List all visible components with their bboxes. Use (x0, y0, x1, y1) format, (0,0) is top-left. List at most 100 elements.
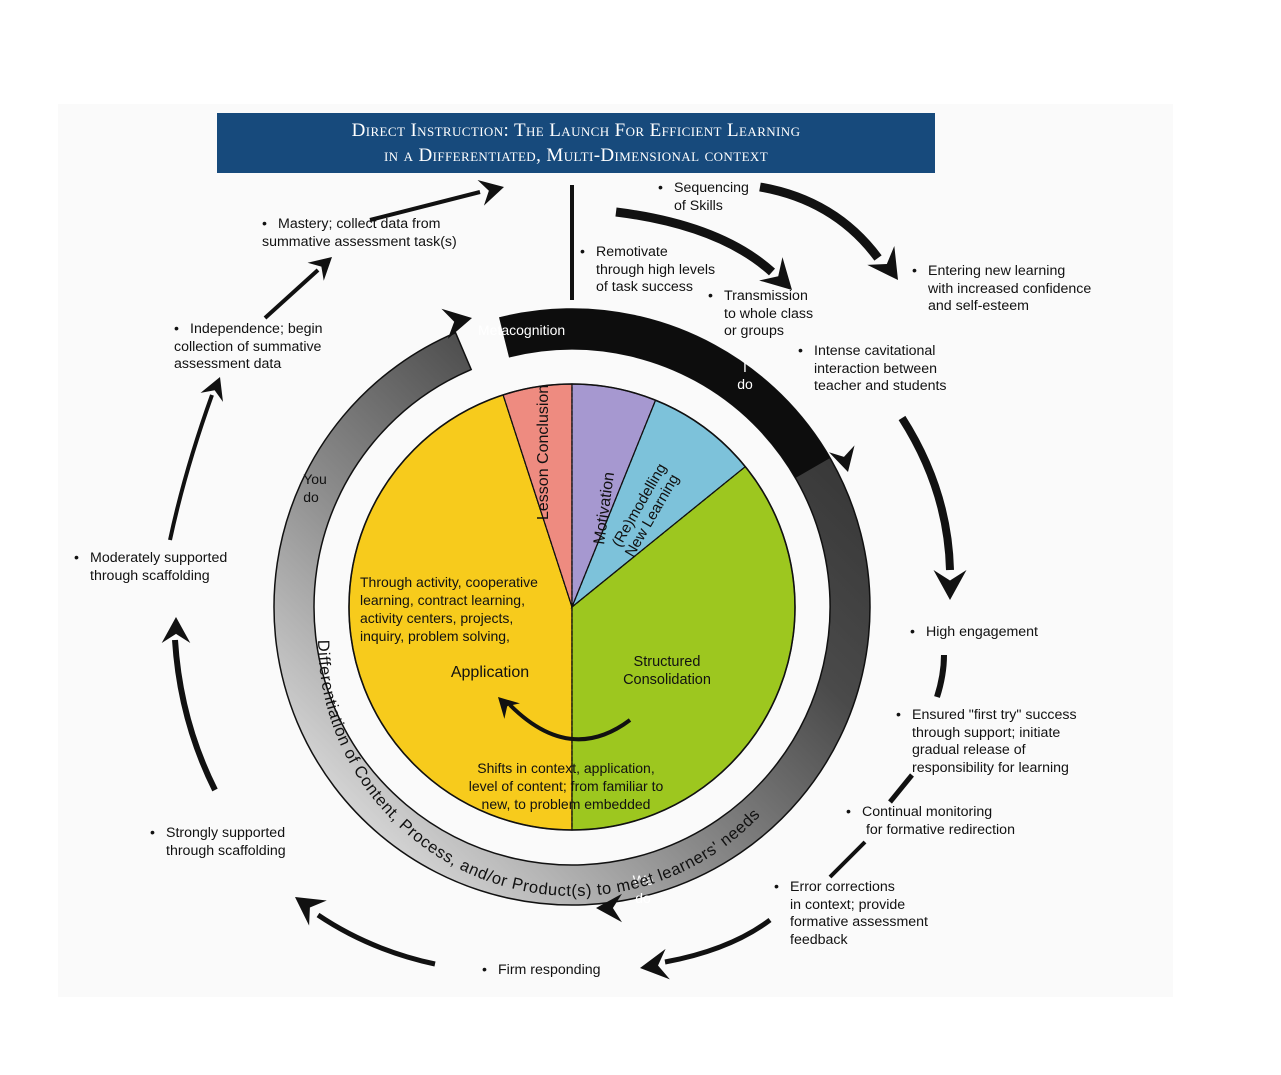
ring-label-i-do: I (743, 359, 747, 375)
bullet-icon: • (774, 879, 779, 895)
bullet-icon: • (896, 707, 901, 723)
note-line: to whole class (724, 305, 814, 322)
bullet-icon: • (910, 624, 915, 640)
flow-arrowhead-icon (759, 257, 792, 290)
note-line: •Ensured "first try" success (896, 707, 1077, 723)
ring-arrowhead-icon (596, 893, 622, 923)
flow-arrow-icon (168, 394, 214, 541)
note-line: with increased confidence (928, 280, 1092, 297)
outer-ring-band (273, 308, 871, 906)
note-line: •High engagement (910, 624, 1039, 640)
arrowhead-icon (498, 697, 520, 719)
note-line: through support; initiate (912, 724, 1061, 741)
flow-arrowhead-icon (477, 179, 504, 206)
bullet-icon: • (912, 263, 917, 279)
note-line: feedback (790, 931, 848, 948)
bullet-icon: • (150, 825, 155, 841)
note-line: •Moderately supported (74, 550, 228, 566)
note-line: gradual release of (912, 742, 1026, 758)
flow-arrowhead-icon (295, 897, 327, 926)
flow-arrowhead-icon (867, 245, 898, 280)
flow-arrowhead-icon (640, 948, 670, 980)
application-description: Through activity, cooperative (360, 574, 538, 590)
flow-arrow-icon (316, 912, 436, 967)
pie-divider-line (571, 466, 746, 608)
pie-outline (348, 383, 796, 831)
title-line-1: Direct Instruction: The Launch For Effic… (351, 120, 801, 141)
note-line: •Intense cavitational (798, 343, 936, 359)
flow-arrowhead-icon (307, 257, 332, 281)
flow-arrow-icon (828, 840, 867, 879)
note-line: and self-esteem (928, 298, 1029, 314)
page-title: Direct Instruction: The Launch For Effic… (217, 113, 935, 173)
ring-label-we-do: do (635, 890, 651, 906)
note-line: in context; provide (790, 896, 906, 913)
note-line: •Error corrections (774, 879, 895, 895)
bullet-icon: • (580, 244, 585, 260)
flow-arrow-icon (759, 182, 882, 261)
flow-arrow-icon (898, 415, 954, 571)
ring-arrowhead-icon (829, 445, 855, 472)
note-high-engagement: •High engagement (910, 624, 1038, 642)
note-line: through high levels (596, 261, 716, 278)
application-description: activity centers, projects, (360, 610, 513, 626)
flow-arrow-icon (615, 207, 776, 276)
note-line: teacher and students (814, 378, 947, 394)
note-continual: •Continual monitoring for formative redi… (846, 804, 1015, 839)
note-line: for formative redirection (862, 821, 1015, 838)
note-line: formative assessment (790, 914, 928, 930)
metacognition-band (499, 309, 831, 478)
application-description: inquiry, problem solving, (360, 628, 510, 644)
ring-label-you-do: do (303, 489, 319, 505)
flow-arrow-icon (888, 773, 914, 804)
label-consolidation: Consolidation (623, 672, 711, 688)
bullet-icon: • (174, 321, 179, 337)
pie-divider-line (502, 394, 573, 608)
note-line: or groups (724, 323, 784, 339)
shifts-description: new, to problem embedded (482, 796, 651, 812)
note-line: through scaffolding (90, 567, 210, 584)
title-line-2: in a Differentiated, Multi-Dimensional c… (383, 145, 769, 166)
note-line: of Skills (674, 197, 723, 214)
note-line: •Mastery; collect data from (262, 216, 441, 232)
note-line: summative assessment task(s) (262, 233, 457, 250)
flow-arrowhead-icon (200, 377, 223, 402)
flow-arrow-icon (369, 190, 481, 222)
flow-arrow-icon (263, 268, 320, 320)
bullet-icon: • (658, 180, 663, 196)
note-line: interaction between (814, 360, 938, 377)
note-line: •Firm responding (482, 962, 601, 978)
bullet-icon: • (262, 216, 267, 232)
note-line: collection of summative (174, 338, 322, 355)
label-application: Application (451, 664, 529, 681)
note-line: through scaffolding (166, 842, 286, 859)
flow-arrowhead-icon (933, 570, 967, 600)
note-line: •Strongly supported (150, 825, 286, 841)
note-line: •Sequencing (658, 180, 749, 196)
bullet-icon: • (482, 962, 487, 978)
note-line: of task success (596, 279, 693, 295)
ring-label-we-do: We (633, 872, 654, 888)
flow-arrowhead-icon (161, 617, 191, 643)
ring-label-you-do: You (303, 471, 327, 487)
note-line: •Transmission (708, 288, 808, 304)
note-line: •Remotivate (580, 244, 668, 260)
note-line: •Continual monitoring (846, 804, 993, 820)
note-line: responsibility for learning (912, 759, 1069, 776)
flow-arrow-icon (934, 654, 947, 698)
inner-cycle-arrow-icon (508, 703, 632, 742)
label-structured: Structured (634, 654, 701, 670)
ring-arrowhead-icon (441, 308, 472, 339)
shifts-description: level of content; from familiar to (469, 778, 664, 794)
bullet-icon: • (798, 343, 803, 359)
